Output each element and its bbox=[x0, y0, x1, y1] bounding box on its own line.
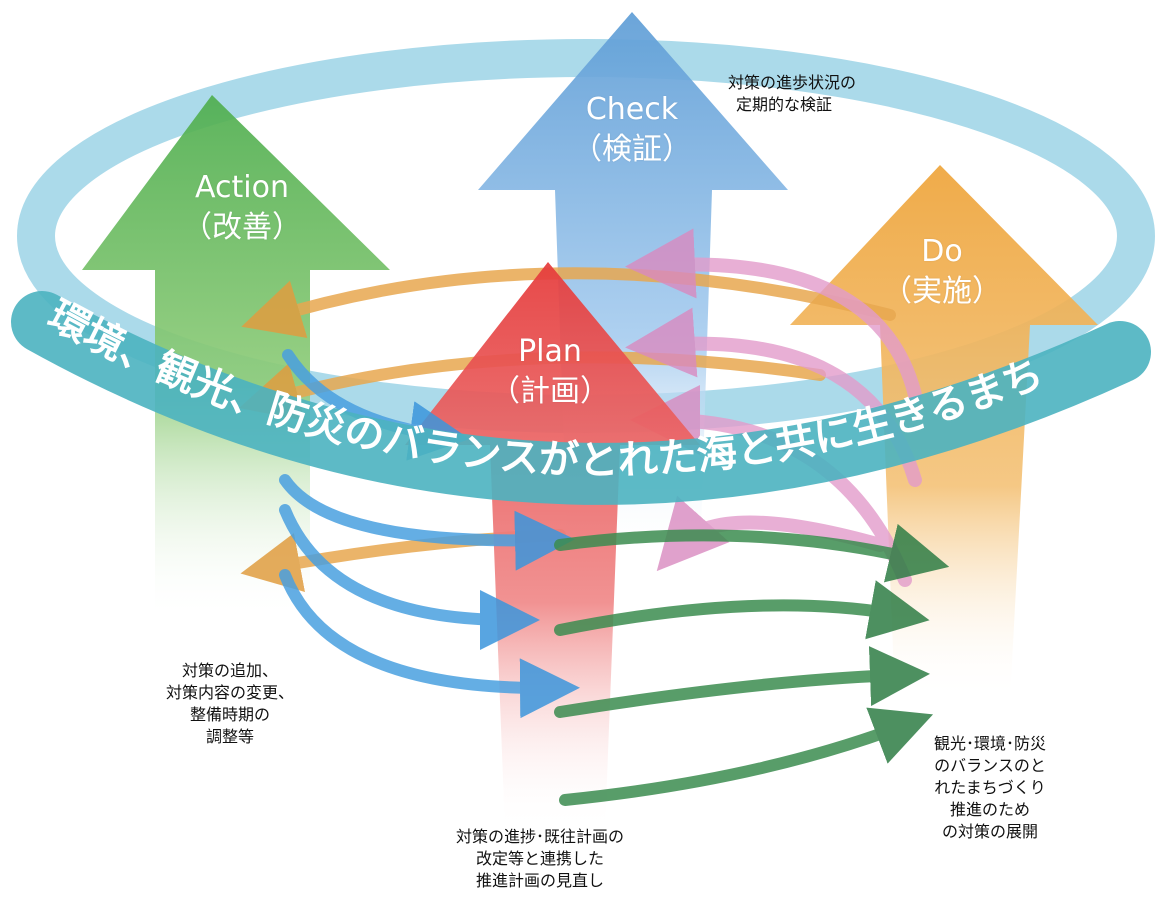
check-title: Check bbox=[585, 92, 679, 127]
plan-title: Plan bbox=[518, 334, 582, 369]
do-note-line: のバランスのと bbox=[934, 756, 1046, 775]
plan-label: Plan （計画） bbox=[470, 332, 630, 412]
do-label: Do （実施） bbox=[862, 232, 1022, 312]
do-note-line: れたまちづくり bbox=[934, 778, 1046, 797]
action-note-line: 対策内容の変更、 bbox=[165, 683, 294, 702]
action-note-line: 対策の追加、 bbox=[181, 661, 278, 680]
plan-note: 対策の進捗･既往計画の 改定等と連携した 推進計画の見直し bbox=[420, 826, 660, 892]
do-note-line: の対策の展開 bbox=[941, 822, 1038, 841]
pink-arrow-1 bbox=[625, 228, 922, 402]
do-note-line: 観光･環境･防災 bbox=[933, 734, 1046, 753]
action-title: Action bbox=[195, 170, 289, 205]
do-note-line: 推進のため bbox=[949, 800, 1030, 819]
orange-arrow-1 bbox=[241, 267, 896, 339]
plan-note-line: 対策の進捗･既往計画の bbox=[455, 827, 624, 846]
green-arrow-2 bbox=[554, 580, 930, 640]
blue-arrow-2 bbox=[279, 474, 575, 571]
green-arrow-1 bbox=[554, 523, 950, 583]
blue-arrow-4 bbox=[279, 569, 580, 719]
action-note-line: 整備時期の bbox=[189, 705, 270, 724]
action-sub: （改善） bbox=[182, 210, 302, 245]
ring-text-band bbox=[11, 291, 1151, 505]
check-note-line: 対策の進歩状況の bbox=[728, 73, 857, 92]
check-note-line: 定期的な検証 bbox=[736, 95, 833, 114]
plan-note-line: 改定等と連携した bbox=[475, 849, 604, 868]
do-title: Do bbox=[921, 234, 963, 269]
do-sub: （実施） bbox=[882, 274, 1002, 309]
check-label: Check （検証） bbox=[552, 90, 712, 170]
plan-sub: （計画） bbox=[490, 374, 610, 409]
plan-note-line: 推進計画の見直し bbox=[475, 871, 604, 890]
action-label: Action （改善） bbox=[162, 168, 322, 248]
green-arrow-4 bbox=[559, 707, 934, 806]
green-arrow-3 bbox=[554, 646, 930, 718]
action-pillar bbox=[82, 95, 390, 620]
blue-arrow-3 bbox=[279, 504, 540, 650]
action-note-line: 調整等 bbox=[205, 727, 254, 746]
plan-to-do-arrows bbox=[554, 523, 950, 806]
action-note: 対策の追加、 対策内容の変更、 整備時期の 調整等 bbox=[130, 660, 330, 748]
do-note: 観光･環境･防災 のバランスのと れたまちづくり 推進のため の対策の展開 bbox=[905, 733, 1075, 843]
check-note: 対策の進歩状況の 定期的な検証 bbox=[728, 72, 938, 116]
check-sub: （検証） bbox=[572, 132, 692, 167]
